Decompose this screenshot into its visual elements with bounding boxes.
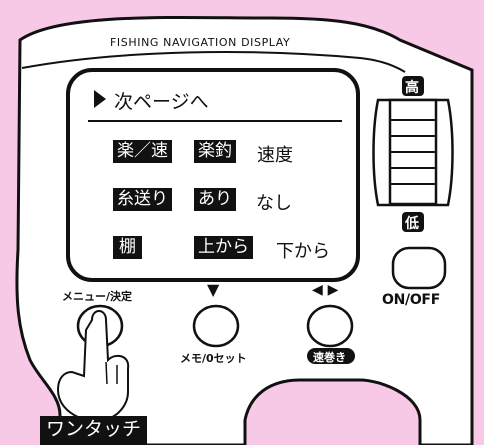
fast-wind-badge <box>307 348 355 364</box>
memo-arrow-icon: ▼ <box>207 280 220 299</box>
device-title: FISHING NAVIGATION DISPLAY <box>110 36 291 49</box>
pointer-arrow-icon <box>94 90 106 108</box>
finger-icon <box>56 310 130 419</box>
memo-button[interactable] <box>192 304 240 348</box>
row1-option[interactable]: 速度 <box>257 145 293 166</box>
caption-badge: ワンタッチ <box>40 416 148 445</box>
dial-low-label: 低 <box>405 216 419 232</box>
memo-button-label: メモ/0セット <box>180 352 247 365</box>
row2-label: 糸送り <box>113 188 172 211</box>
row3-label: 棚 <box>113 236 142 259</box>
row3-option-selected[interactable]: 上から <box>194 236 253 259</box>
dial-high-label: 高 <box>405 80 419 96</box>
power-button-label: ON/OFF <box>382 292 440 308</box>
row1-option-selected[interactable]: 楽釣 <box>194 140 236 163</box>
header-divider <box>21 51 406 73</box>
row3-option[interactable]: 下から <box>276 241 330 262</box>
fast-wind-arrows-icon: ◀ ▶ <box>312 282 339 298</box>
row1-label: 楽／速 <box>113 140 172 163</box>
row2-option-selected[interactable]: あり <box>194 188 236 211</box>
lcd-screen <box>66 68 360 282</box>
fast-wind-label: 速巻き <box>313 351 346 364</box>
fast-wind-button[interactable] <box>306 304 354 348</box>
next-page-link[interactable]: 次ページへ <box>114 91 209 113</box>
power-button[interactable] <box>391 246 447 290</box>
finger-crease <box>105 361 108 385</box>
high-badge <box>402 76 424 96</box>
low-badge <box>402 212 424 232</box>
row2-option[interactable]: なし <box>256 193 292 214</box>
menu-button-label: メニュー/決定 <box>62 290 133 303</box>
